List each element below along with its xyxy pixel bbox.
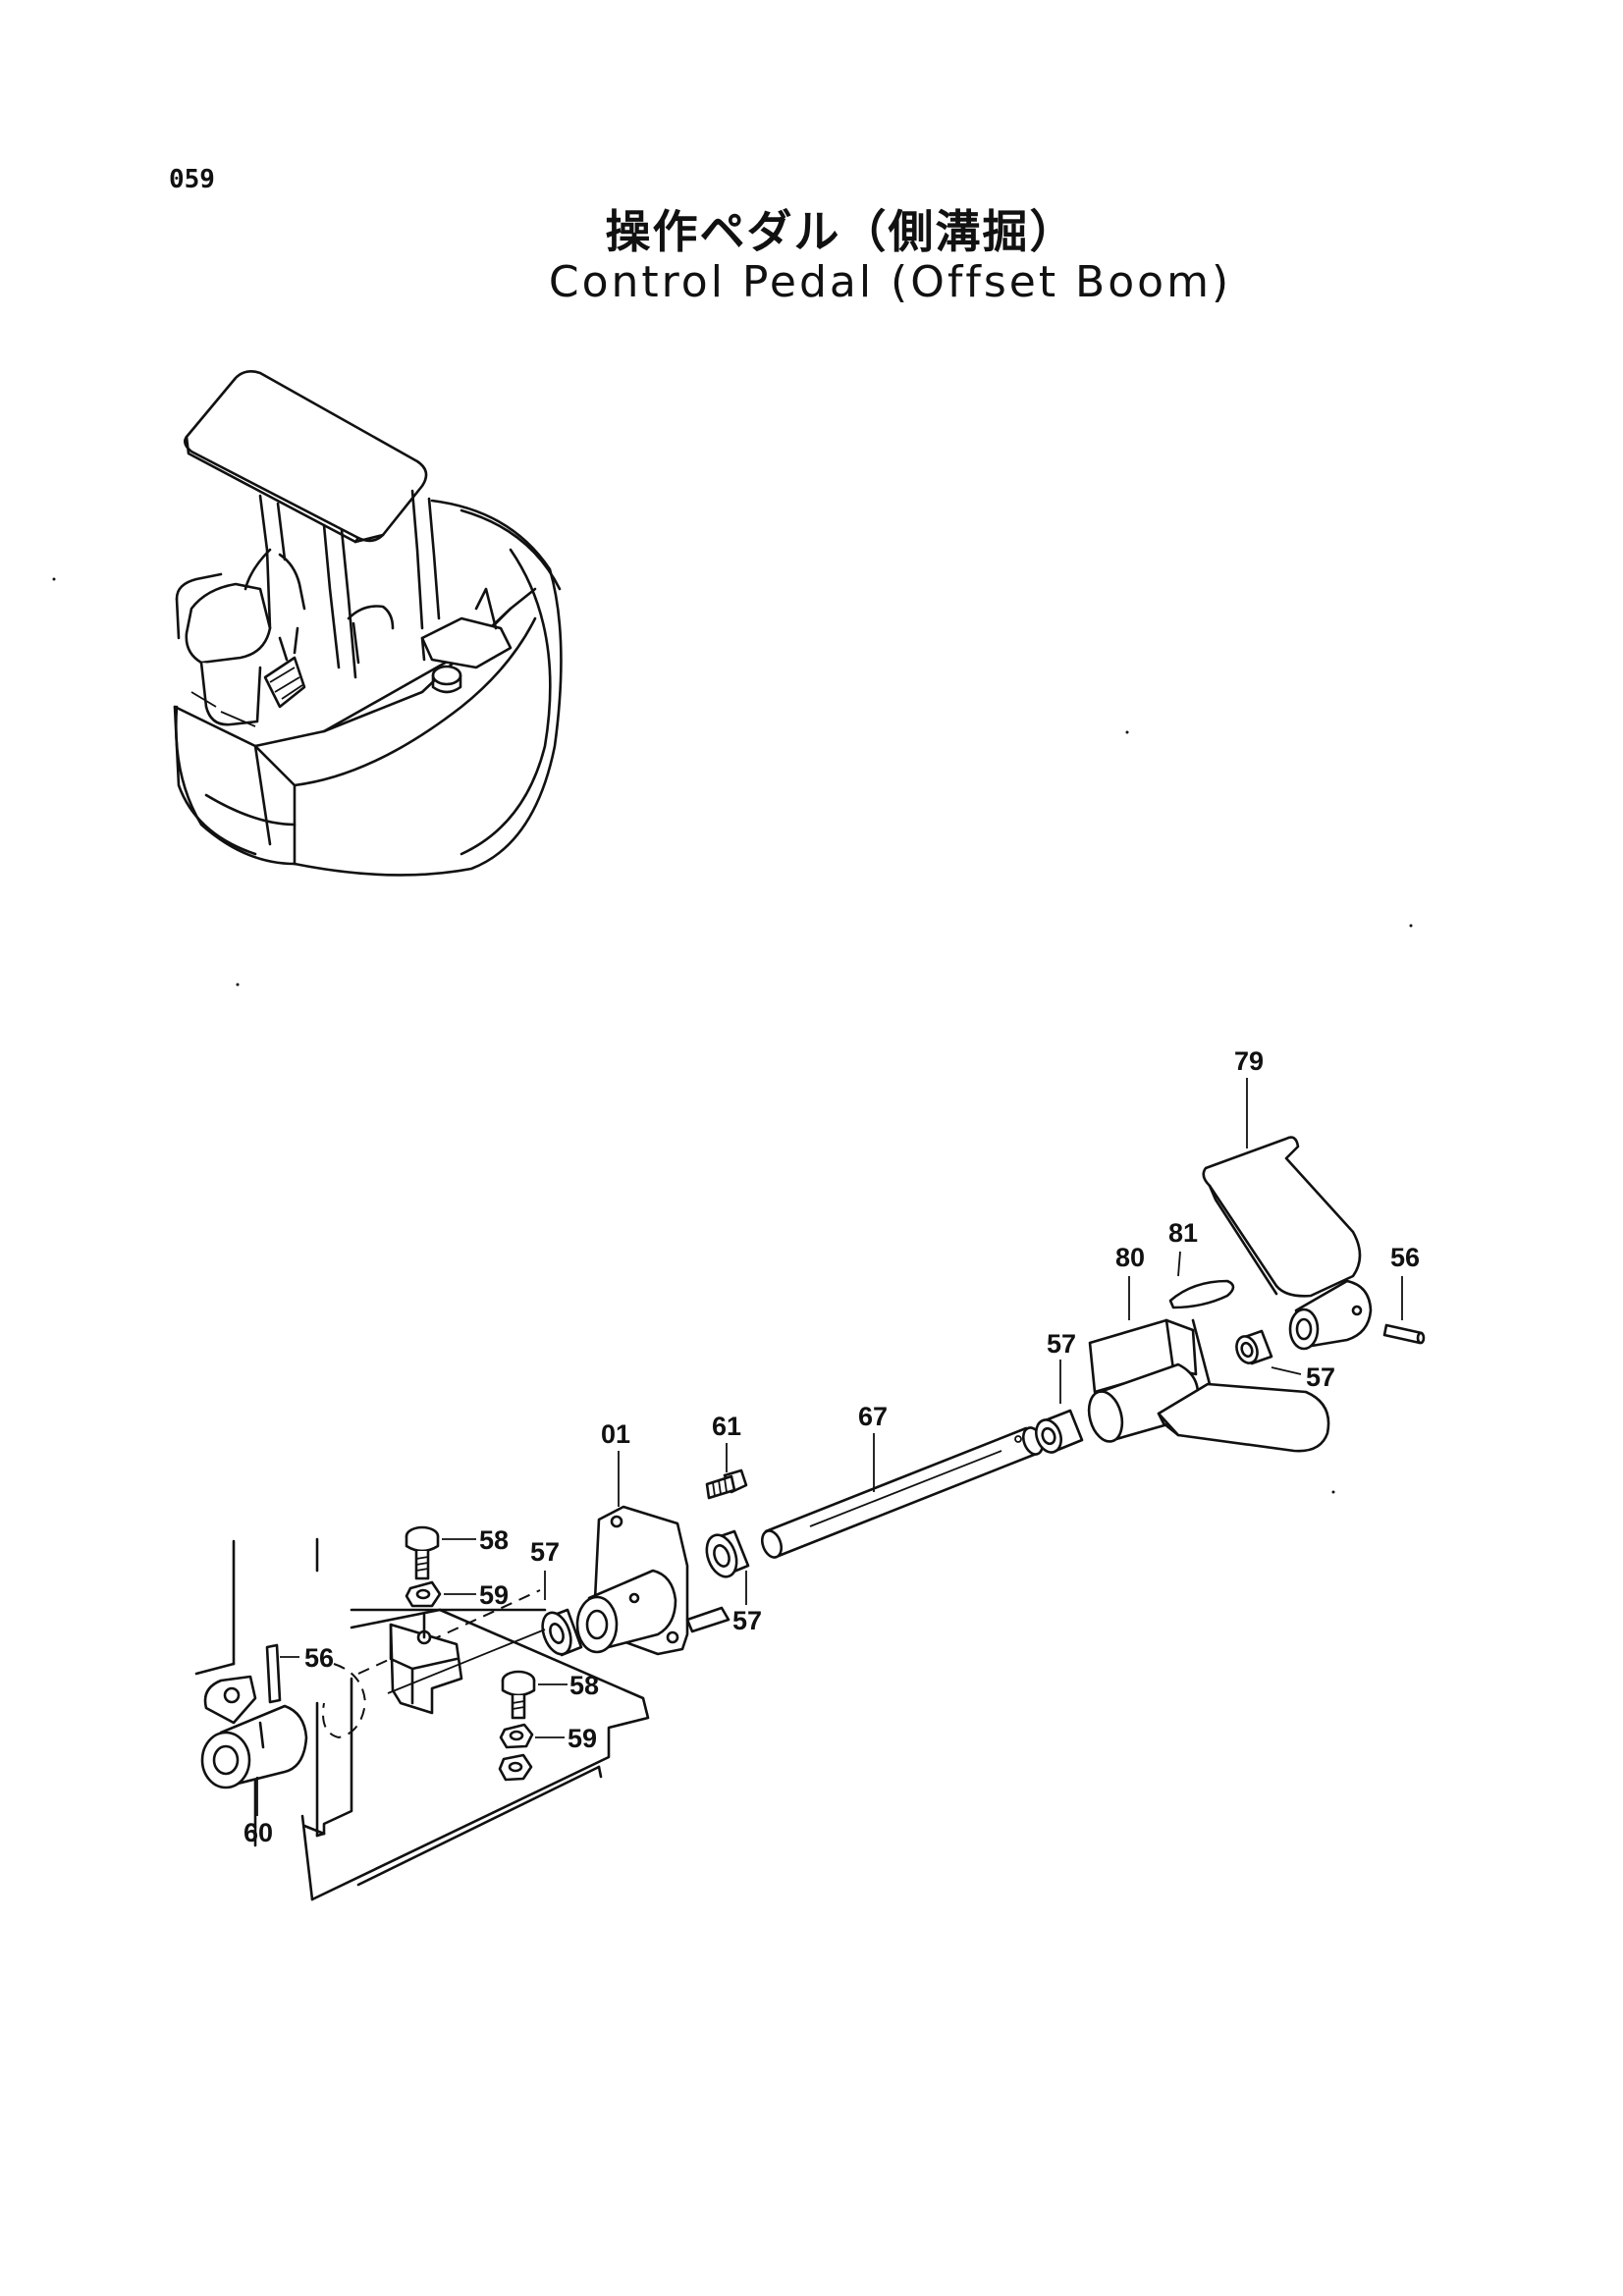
callout-58-bottom: 58 xyxy=(569,1671,599,1700)
part-79-pedal-plate xyxy=(1157,1078,1373,1453)
callout-61: 61 xyxy=(712,1412,741,1441)
part-57-bushing-upper-right xyxy=(1235,1329,1302,1375)
callout-58-top: 58 xyxy=(479,1525,509,1555)
part-57-bushing-mid-left xyxy=(387,1571,583,1694)
callout-67: 67 xyxy=(858,1402,888,1431)
part-56-upper-pin xyxy=(1382,1276,1426,1345)
callout-81: 81 xyxy=(1168,1218,1198,1248)
part-59-top-nut xyxy=(405,1580,476,1608)
callout-57-upper-left: 57 xyxy=(1047,1329,1076,1359)
part-60-lever xyxy=(200,1675,308,1816)
part-81-pad xyxy=(1168,1251,1235,1309)
page-number: 059 xyxy=(169,165,215,194)
callout-57-mid-right: 57 xyxy=(732,1606,762,1635)
part-57-bushing-upper-left xyxy=(1035,1360,1084,1454)
bracket-assembly xyxy=(389,1613,463,1715)
callout-57-mid-left: 57 xyxy=(530,1537,560,1567)
title-english: Control Pedal (Offset Boom) xyxy=(548,257,1232,307)
callout-56-left: 56 xyxy=(304,1643,334,1673)
part-58-top-bolt xyxy=(405,1525,476,1580)
part-59-bottom-nut xyxy=(498,1723,565,1782)
callout-59-bottom: 59 xyxy=(568,1724,597,1753)
part-61-screw xyxy=(705,1443,748,1500)
callout-79: 79 xyxy=(1234,1046,1264,1076)
stray-dots xyxy=(52,577,1413,1494)
callout-labels: 79 81 80 56 57 57 61 67 01 58 59 57 57 5… xyxy=(243,1046,1420,1847)
part-01-pedal-bracket xyxy=(575,1451,730,1656)
title-japanese: 操作ペダル（側溝掘） xyxy=(605,205,1077,258)
part-80-pedal-boss xyxy=(1087,1276,1200,1443)
part-57-bushing-mid-right xyxy=(705,1529,750,1605)
callout-80: 80 xyxy=(1115,1243,1145,1272)
callout-57-upper-right: 57 xyxy=(1306,1362,1335,1392)
part-58-bottom-bolt xyxy=(501,1670,568,1720)
part-56-left-pin xyxy=(265,1643,299,1704)
callout-60: 60 xyxy=(243,1818,273,1847)
callout-01: 01 xyxy=(601,1419,630,1449)
part-67-shaft xyxy=(760,1426,1045,1559)
excavator-cab-overview xyxy=(173,370,563,877)
callout-56-top: 56 xyxy=(1390,1243,1420,1272)
callout-59-top: 59 xyxy=(479,1580,509,1610)
